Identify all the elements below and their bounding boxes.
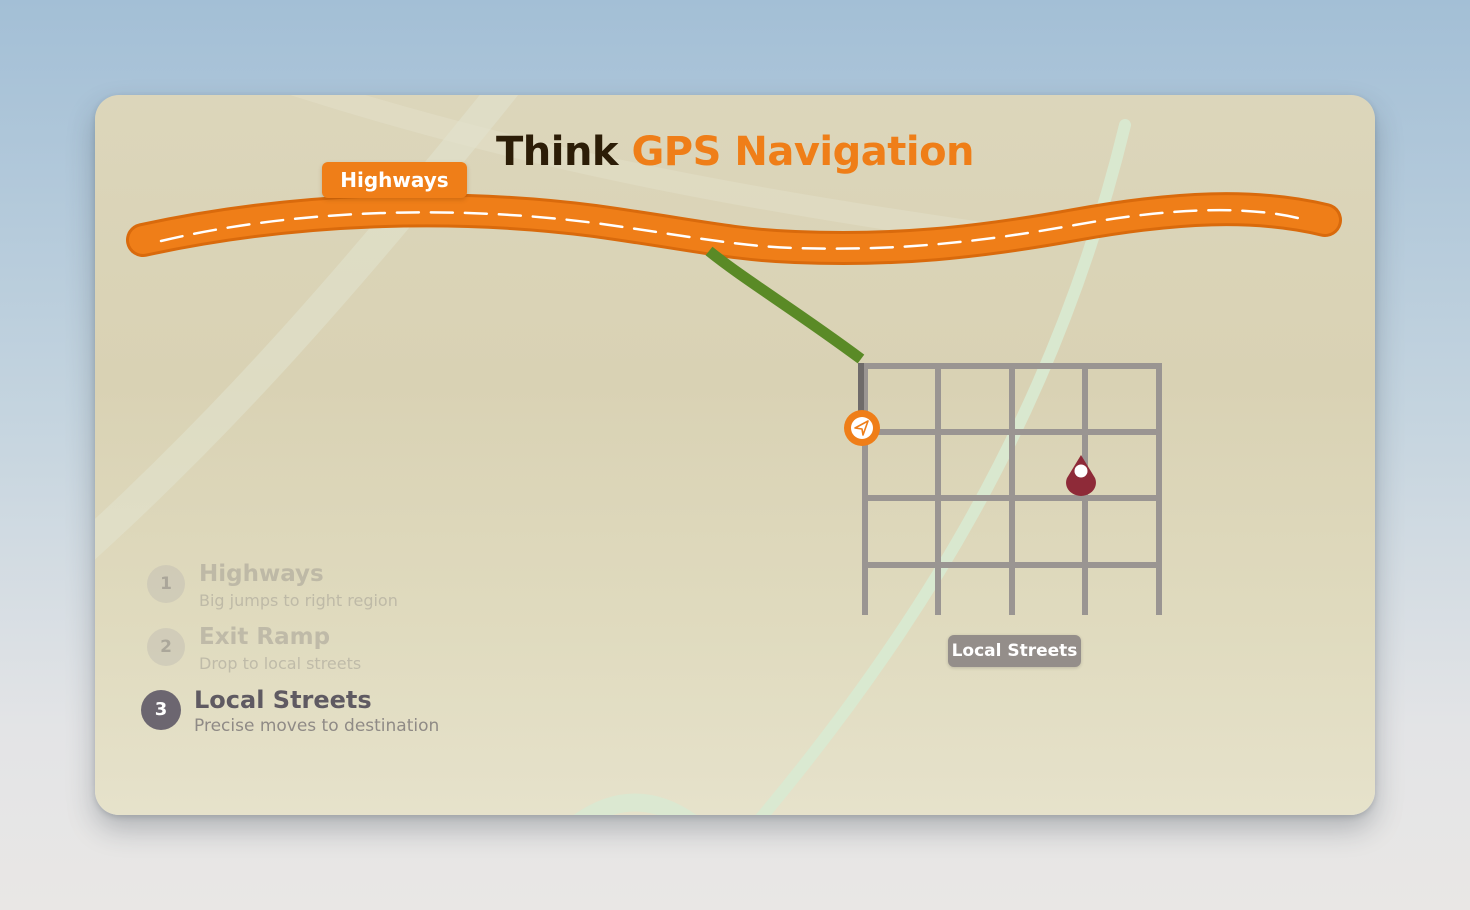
navigation-arrow-icon (844, 410, 880, 446)
street-grid (858, 363, 1162, 615)
local-streets-label: Local Streets (948, 635, 1081, 667)
step-number: 2 (147, 628, 185, 666)
background-road (95, 95, 519, 560)
map-canvas (95, 95, 1342, 815)
step-number: 1 (147, 565, 185, 603)
background-road (755, 119, 1131, 815)
step-description: Big jumps to right region (199, 591, 398, 610)
step-name: Highways (199, 561, 324, 587)
background-road (573, 793, 697, 815)
step-name: Exit Ramp (199, 624, 331, 650)
step-number: 3 (141, 690, 181, 730)
map-pin-icon (1066, 455, 1096, 496)
background-road (290, 95, 1006, 246)
highways-label: Highways (322, 162, 467, 198)
step-name: Local Streets (194, 686, 372, 714)
exit-ramp (705, 246, 865, 364)
diagram-card: Think GPS Navigation Highways Local Stre… (95, 95, 1375, 815)
highway (126, 192, 1342, 266)
highway-lane-markings (159, 208, 1311, 250)
step-description: Precise moves to destination (194, 716, 440, 736)
title-part-think: Think (495, 129, 619, 175)
background-roads (95, 95, 1131, 815)
diagram-title: Think GPS Navigation (95, 129, 1375, 175)
step-description: Drop to local streets (199, 654, 362, 673)
title-part-gps: GPS Navigation (631, 129, 975, 175)
